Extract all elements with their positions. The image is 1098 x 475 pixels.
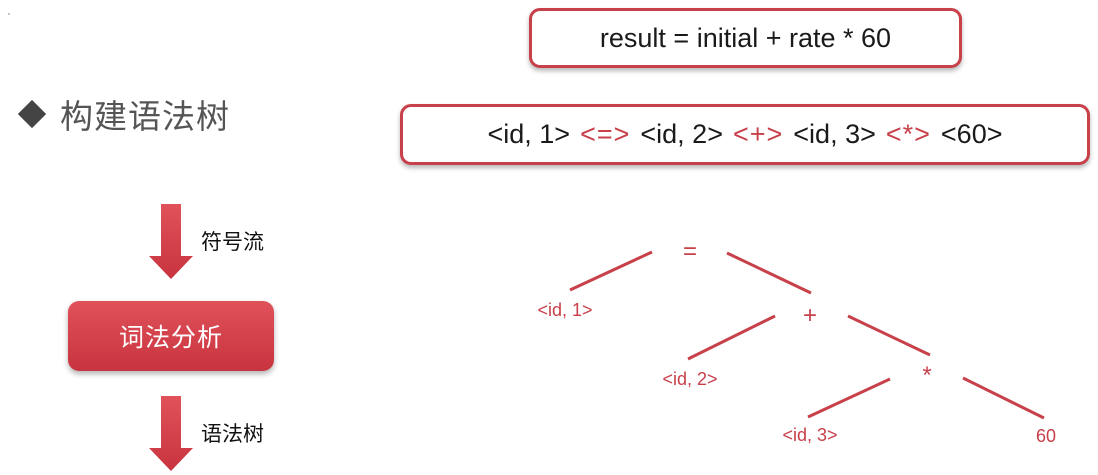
down-arrow-icon: [149, 396, 193, 471]
bottom-arrow-label: 语法树: [201, 422, 264, 446]
tree-node-id2: <id, 2>: [662, 369, 717, 389]
lexical-analysis-button[interactable]: 词法分析: [68, 301, 274, 371]
token: <id, 3>: [793, 119, 876, 149]
tree-edge: [687, 314, 776, 361]
token: <60>: [940, 119, 1003, 149]
token-operator: <*>: [885, 119, 931, 149]
token: <id, 2>: [640, 119, 723, 149]
tree-edge: [569, 250, 653, 292]
tree-edge: [726, 251, 812, 295]
tree-node-plus: +: [803, 302, 817, 329]
tree-node-id3: <id, 3>: [782, 425, 837, 445]
speck: [8, 13, 10, 15]
token-stream-box: <id, 1> <=> <id, 2> <+> <id, 3> <*> <60>: [400, 104, 1090, 165]
expression-box: result = initial + rate * 60: [529, 8, 962, 68]
section-title-text: 构建语法树: [60, 97, 230, 136]
tree-edge: [962, 376, 1045, 420]
token-operator: <+>: [732, 119, 784, 149]
token: <id, 1>: [487, 119, 571, 149]
tree-node-num: 60: [1036, 426, 1056, 446]
section-title: 构建语法树: [14, 91, 230, 137]
lexical-analysis-label: 词法分析: [118, 323, 223, 352]
tree-edge: [807, 377, 891, 419]
tree-edge: [847, 314, 931, 357]
top-arrow-label: 符号流: [201, 230, 264, 254]
down-arrow-icon: [149, 204, 193, 279]
tree-node-times: *: [922, 362, 931, 389]
expression-text: result = initial + rate * 60: [599, 22, 892, 53]
token-operator: <=>: [580, 119, 631, 149]
tree-node-id1: <id, 1>: [537, 300, 592, 320]
tree-node-assign: =: [683, 238, 697, 265]
